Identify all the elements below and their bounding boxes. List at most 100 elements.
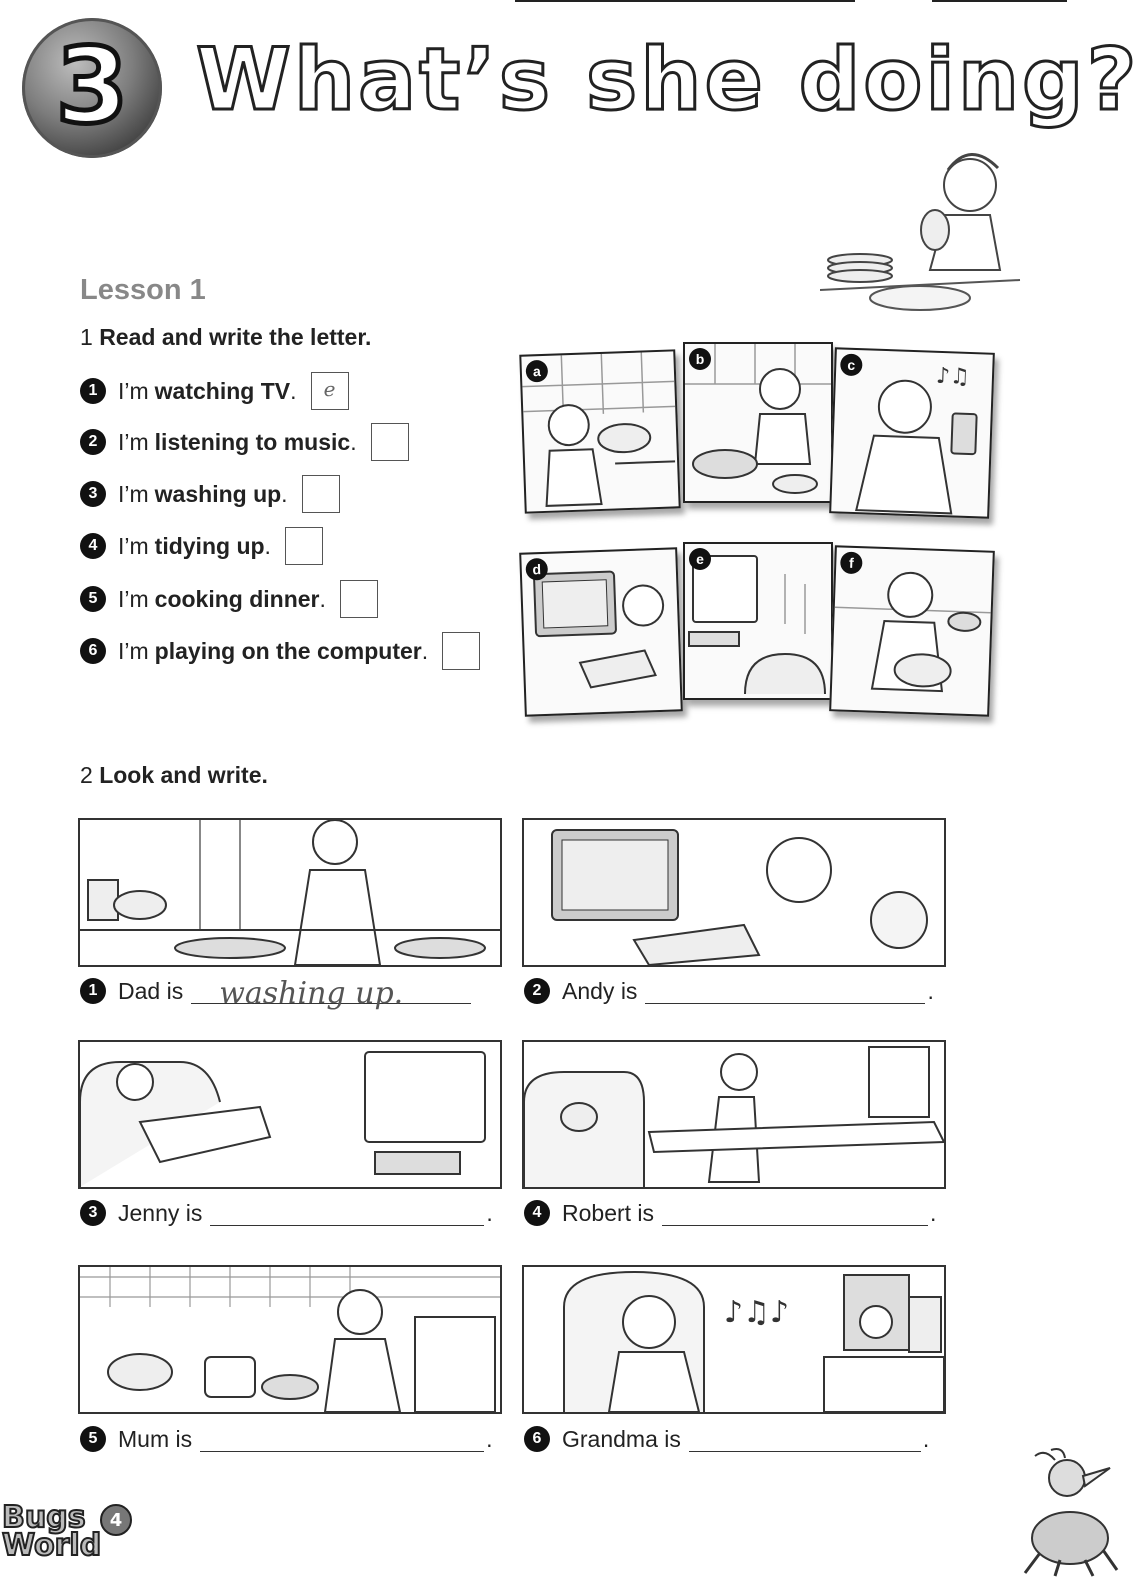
caption-subject: Jenny is [118,1199,203,1226]
caption-6: 6 Grandma is . [524,1422,929,1456]
answer-letter: e [323,377,336,401]
page-title: What’s she doing? [195,29,1140,132]
caption-subject: Dad is [118,977,184,1004]
item-phrase: playing on the computer [154,637,422,664]
andy-computer-illustration [551,829,928,965]
ex1-item-2: 2 I’m listening to music. [80,423,409,461]
unit-number: 3 [53,24,130,149]
caption-subject: Grandma is [562,1425,681,1452]
answer-blank[interactable] [688,1427,921,1452]
caption-2: 2 Andy is . [524,974,934,1008]
scene-3 [78,1040,502,1189]
item-phrase: cooking dinner [154,585,320,612]
item-number: 2 [524,978,550,1004]
girl-washing-plates-illustration [820,153,1021,311]
exercise1-instruction: Read and write the letter. [99,324,372,350]
caption-3: 3 Jenny is . [80,1196,493,1230]
item-number: 2 [80,429,106,455]
exercise2-number: 2 [80,762,93,788]
item-prefix: I’m [118,532,149,559]
item-phrase: tidying up [154,532,265,559]
item-prefix: I’m [118,428,149,455]
item-number: 4 [524,1200,550,1226]
dad-washing-dishes-illustration [80,820,500,965]
jenny-watching-tv-illustration [80,1051,486,1187]
scene-5 [78,1265,502,1414]
caption-5: 5 Mum is . [80,1422,493,1456]
item-number: 5 [80,586,106,612]
answer-blank[interactable] [210,1201,485,1226]
picture-a: a [519,349,681,514]
item-prefix: I’m [118,480,149,507]
scene-6: ♪♫♪ [522,1265,946,1414]
answer-box[interactable] [442,632,481,670]
picture-b: b [683,342,833,503]
robert-tidying-illustration [524,1046,944,1187]
item-prefix: I’m [118,585,149,612]
boy-computer-illustration [533,570,665,689]
picture-c: c ♪♫ [829,347,995,519]
answer-blank[interactable]: washing up. [191,976,472,1011]
item-number: 1 [80,978,106,1004]
caption-period: . [922,1425,930,1452]
grandma-music-illustration: ♪♫♪ [563,1270,944,1412]
boy-listening-music-illustration: ♪♫ [855,364,978,515]
boy-watching-tv-illustration [688,555,826,695]
answer-box[interactable]: e [310,372,349,410]
lesson-heading: Lesson 1 [80,274,206,306]
item-prefix: I’m [118,377,149,404]
ex1-item-4: 4 I’m tidying up. [80,527,323,565]
answer-blank[interactable] [662,1201,929,1226]
svg-text:♪♫♪: ♪♫♪ [724,1295,789,1330]
item-phrase: washing up [154,480,282,507]
exercise1-number: 1 [80,324,93,350]
answer-blank[interactable] [200,1427,485,1452]
item-number: 3 [80,1200,106,1226]
ex1-item-3: 3 I’m washing up. [80,475,340,513]
answer-box[interactable] [370,423,409,461]
ex1-item-6: 6 I’m playing on the computer. [80,632,481,670]
item-number: 5 [80,1426,106,1452]
item-number: 1 [80,378,106,404]
answer-blank[interactable] [645,979,926,1004]
ex1-item-5: 5 I’m cooking dinner. [80,580,378,618]
bug-mascot-illustration [1023,1448,1119,1577]
answer-text: washing up. [219,975,404,1011]
caption-period: . [486,1425,493,1452]
top-rule-left [515,0,855,2]
caption-1: 1 Dad is washing up. [80,974,472,1011]
item-number: 3 [80,481,106,507]
logo-level-badge: 4 [100,1504,132,1536]
item-phrase: listening to music [154,428,351,455]
item-suffix: . [264,532,271,559]
scene-4 [522,1040,946,1189]
item-number: 6 [524,1426,550,1452]
svg-text:♪♫: ♪♫ [936,364,971,390]
bugs-world-logo: Bugs World [1,1500,102,1563]
scene-2 [522,818,946,967]
picture-f: f [829,545,995,717]
answer-box[interactable] [301,475,340,513]
exercise2-heading: 2 Look and write. [80,762,268,789]
caption-period: . [927,977,934,1004]
logo-line1: Bugs [1,1500,87,1535]
caption-period: . [930,1199,937,1226]
item-suffix: . [290,377,297,404]
item-number: 6 [80,638,106,664]
item-suffix: . [421,637,429,664]
item-prefix: I’m [118,637,149,664]
caption-subject: Mum is [118,1425,193,1452]
boy-washing-up-illustration [834,571,991,693]
item-suffix: . [281,480,288,507]
caption-subject: Andy is [562,977,638,1004]
top-rule-right [932,0,1067,2]
answer-box[interactable] [339,580,378,618]
logo-line2: World [1,1528,102,1563]
mum-cooking-illustration [80,1267,500,1412]
item-phrase: watching TV [154,377,291,404]
boy-tidying-illustration [522,352,676,507]
unit-number-badge: 3 [22,18,162,158]
caption-period: . [486,1199,493,1226]
boy-cooking-illustration [685,344,831,494]
answer-box[interactable] [284,527,323,565]
